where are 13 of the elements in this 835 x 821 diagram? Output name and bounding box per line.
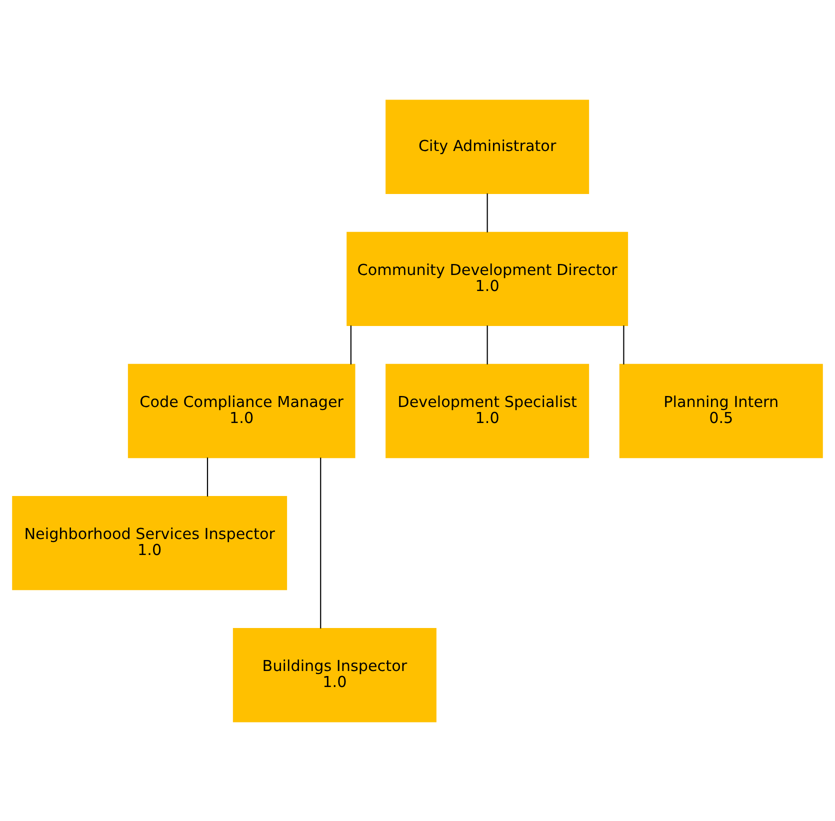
connector bbox=[206, 457, 208, 496]
connector bbox=[486, 192, 488, 232]
connector bbox=[623, 325, 624, 364]
connector bbox=[486, 325, 488, 364]
node-box: Development Specialist 1.0 bbox=[386, 363, 590, 458]
node-box: Code Compliance Manager 1.0 bbox=[128, 363, 356, 458]
node-box: Buildings Inspector 1.0 bbox=[232, 628, 436, 722]
node-box: City Administrator bbox=[386, 99, 590, 194]
connector bbox=[350, 325, 352, 364]
node-box: Planning Intern 0.5 bbox=[619, 363, 823, 458]
node-box: Community Development Director 1.0 bbox=[346, 231, 628, 326]
connector bbox=[320, 457, 322, 628]
node-box: Neighborhood Services Inspector 1.0 bbox=[12, 495, 288, 590]
